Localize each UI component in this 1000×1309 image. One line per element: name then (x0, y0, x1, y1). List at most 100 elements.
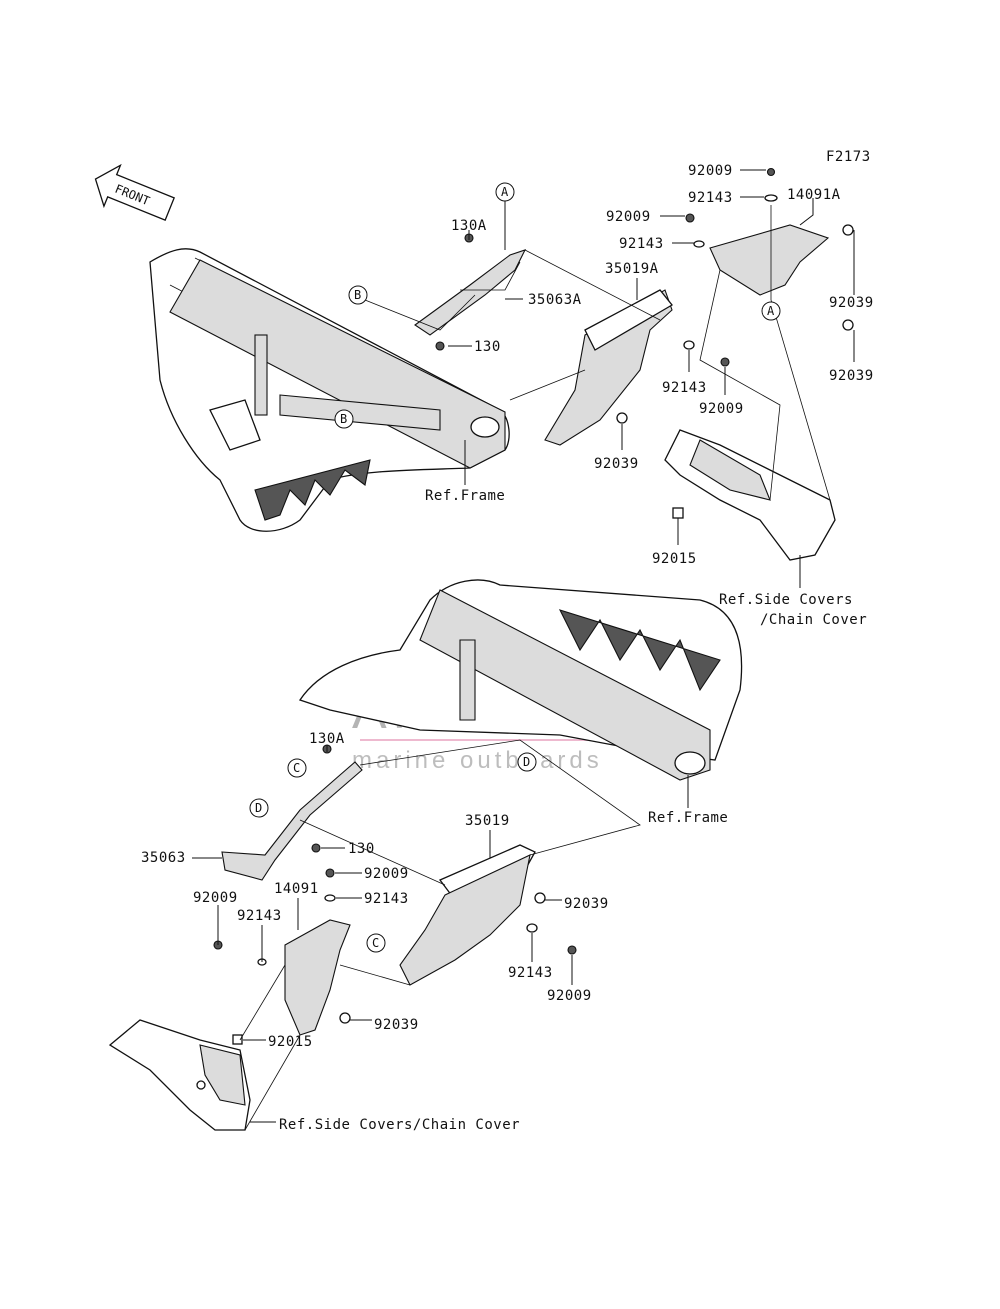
upper-guard-14091A (709, 224, 830, 296)
svg-text:C: C (293, 761, 300, 775)
upper-assy-line-4 (770, 205, 831, 501)
upper-callout-B-bottom: B (334, 409, 354, 429)
label-92009-c: 92009 (547, 988, 592, 1004)
label-130-lower: 130 (348, 841, 375, 857)
label-35019A: 35019A (605, 261, 659, 277)
lower-bracket-35063 (221, 761, 363, 881)
upper-assembly: A A B B 92009 92143 14091A 92009 92143 1… (149, 163, 874, 628)
upper-frame-tube-end (470, 416, 500, 438)
label-92143-c: 92143 (508, 965, 553, 981)
upper-bolt-130 (435, 341, 445, 351)
upper-callout-A-top: A (495, 182, 515, 202)
label-ref-side-lower: Ref.Side Covers/Chain Cover (279, 1117, 520, 1133)
upper-nut-92015 (672, 507, 684, 519)
label-92143-top: 92143 (688, 190, 733, 206)
upper-frame-bracket (254, 334, 268, 416)
svg-text:D: D (523, 755, 530, 769)
upper-cover-top-face (584, 289, 673, 351)
svg-text:D: D (255, 801, 262, 815)
upper-leader-14091A (799, 198, 814, 226)
upper-side-cover-inner (689, 439, 771, 501)
upper-assy-line-5 (699, 269, 781, 501)
label-92009-mid: 92009 (699, 401, 744, 417)
label-ref-side-upper-2: /Chain Cover (760, 612, 867, 628)
label-92039-r2: 92039 (829, 368, 874, 384)
lower-frame-beam (419, 589, 711, 781)
label-92009-top: 92009 (688, 163, 733, 179)
label-130A-upper: 130A (451, 218, 487, 234)
upper-callout-A-right: A (761, 301, 781, 321)
upper-clip-92039-low (616, 412, 628, 424)
lower-side-cover (108, 1019, 251, 1131)
label-92143-b: 92143 (237, 908, 282, 924)
upper-cross-tube (279, 394, 441, 431)
lower-assembly: C D D C 130A 35063 130 35019 92009 92143… (108, 579, 743, 1133)
label-ref-side-upper-1: Ref.Side Covers (719, 592, 853, 608)
svg-text:B: B (340, 412, 347, 426)
label-35019: 35019 (465, 813, 510, 829)
svg-text:A: A (501, 185, 509, 199)
label-14091: 14091 (274, 881, 319, 897)
lower-guard-14091 (284, 919, 351, 1036)
lower-callout-D-left: D (249, 798, 269, 818)
lower-cover-35019 (399, 854, 531, 986)
label-92009-left: 92009 (606, 209, 651, 225)
lower-assy-line-1 (299, 819, 446, 886)
label-92143-a: 92143 (364, 891, 409, 907)
label-ref-frame-upper: Ref.Frame (425, 488, 505, 504)
lower-clip-92039-a (534, 892, 546, 904)
lower-washer-92143-c (526, 923, 538, 933)
lower-assy-line-4 (239, 964, 286, 1041)
label-92039-b: 92039 (374, 1017, 419, 1033)
svg-text:C: C (372, 936, 379, 950)
label-35063A: 35063A (528, 292, 582, 308)
lower-frame-tube-end (674, 751, 706, 775)
svg-text:B: B (354, 288, 361, 302)
label-130A-lower: 130A (309, 731, 345, 747)
lower-clip-92039-b (339, 1012, 351, 1024)
label-ref-frame-lower: Ref.Frame (648, 810, 728, 826)
upper-bracket-arm (460, 261, 521, 291)
upper-washer-92143-top (764, 194, 778, 202)
lower-frame-teeth (558, 609, 721, 692)
lower-assy-line-2 (359, 739, 641, 856)
upper-bracket-35063A (414, 249, 527, 336)
upper-bolt-92009-top (766, 167, 776, 177)
lower-bolt-130 (311, 843, 321, 853)
label-92039-low: 92039 (594, 456, 639, 472)
svg-text:A: A (767, 304, 775, 318)
watermark-tagline: marine outboards (352, 747, 603, 774)
lower-frame-bracket (459, 639, 476, 721)
lower-side-cover-inner (199, 1044, 246, 1106)
upper-washer-92143-mid (683, 340, 695, 350)
upper-bolt-92009-mid (720, 357, 730, 367)
upper-frame-mount (209, 399, 261, 451)
label-92015-lower: 92015 (268, 1034, 313, 1050)
upper-clip-92039-r1 (842, 224, 854, 236)
label-35063: 35063 (141, 850, 186, 866)
upper-clip-92039-r2 (842, 319, 854, 331)
label-92039-a: 92039 (564, 896, 609, 912)
label-130-upper: 130 (474, 339, 501, 355)
lower-callout-D-right: D (517, 752, 537, 772)
lower-side-cover-hole (196, 1080, 206, 1090)
label-92009-a: 92009 (364, 866, 409, 882)
label-92143-mid: 92143 (662, 380, 707, 396)
label-92015-upper: 92015 (652, 551, 697, 567)
label-14091A: 14091A (787, 187, 841, 203)
lower-bolt-92009-a (325, 868, 335, 878)
upper-assy-line-2 (524, 249, 661, 321)
lower-callout-C-bottom: C (366, 933, 386, 953)
front-arrow: FRONT (94, 163, 176, 221)
upper-callout-B-top: B (348, 285, 368, 305)
lower-nut-92015 (232, 1034, 243, 1045)
lower-assy-line-3 (339, 964, 411, 986)
upper-assy-line-3 (509, 369, 586, 401)
lower-washer-92143-a (324, 894, 336, 902)
lower-assy-line-5 (244, 1034, 301, 1131)
label-92039-r1: 92039 (829, 295, 874, 311)
label-92009-b: 92009 (193, 890, 238, 906)
lower-callout-C-top: C (287, 758, 307, 778)
